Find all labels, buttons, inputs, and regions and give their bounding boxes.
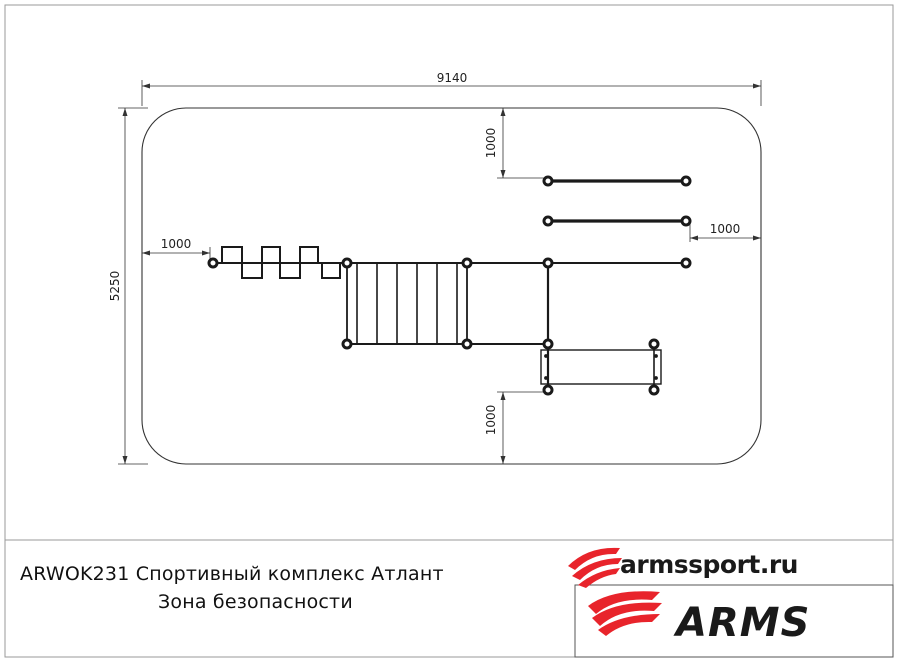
post (461, 257, 473, 269)
arms-logo: ARMS (588, 591, 810, 646)
top-clearance-dimension: 1000 (484, 108, 545, 179)
site-swoosh-logo (568, 547, 622, 588)
height-dimension-label: 5250 (108, 271, 122, 302)
drawing-subtitle: Зона безопасности (158, 591, 353, 613)
left-clearance-label: 1000 (161, 237, 192, 251)
site-url: armssport.ru (620, 550, 798, 579)
post (680, 175, 692, 187)
post (207, 257, 219, 269)
drawing-title: ARWOK231 Спортивный комплекс Атлант (20, 563, 444, 585)
equipment-layout (213, 179, 686, 390)
top-clearance-label: 1000 (484, 128, 498, 159)
safety-zone (141, 107, 762, 465)
bottom-clearance-dimension: 1000 (484, 391, 545, 464)
height-dimension: 5250 (108, 107, 148, 465)
logo-box (574, 584, 894, 658)
post (542, 338, 554, 350)
post (648, 338, 660, 350)
post (542, 384, 554, 396)
right-clearance-label: 1000 (710, 222, 741, 236)
zigzag-bars (213, 246, 341, 279)
post (341, 338, 353, 350)
bench-frame (540, 349, 662, 385)
post (680, 257, 692, 269)
width-dimension-label: 9140 (437, 71, 468, 85)
posts (207, 175, 692, 396)
drawing-frame (4, 4, 894, 658)
post (341, 257, 353, 269)
right-clearance-dimension: 1000 (689, 220, 761, 242)
width-dimension: 9140 (141, 71, 762, 106)
post (461, 338, 473, 350)
post (542, 175, 554, 187)
post (542, 215, 554, 227)
left-clearance-dimension: 1000 (142, 237, 211, 262)
post (542, 257, 554, 269)
bottom-clearance-label: 1000 (484, 405, 498, 436)
arms-logo-text: ARMS (673, 600, 810, 646)
post (648, 384, 660, 396)
post (680, 215, 692, 227)
